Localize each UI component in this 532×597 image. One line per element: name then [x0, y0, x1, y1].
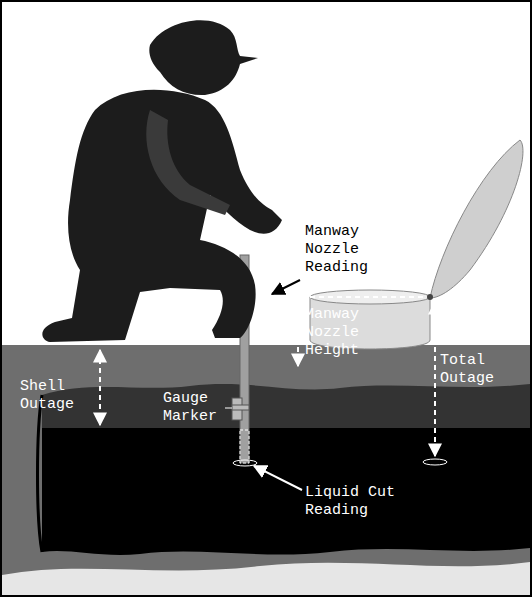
lid-hinge: [427, 294, 433, 300]
total-outage-arrow: [434, 302, 436, 456]
lower-band: [2, 562, 530, 595]
nozzle-opening: [310, 290, 430, 304]
rod-wetted: [240, 430, 249, 463]
dimension-label: Manway Nozzle Reading: [305, 223, 377, 277]
tank-liquid: [42, 428, 530, 555]
manway-lid: [430, 140, 523, 298]
gauger-silhouette: [42, 20, 282, 342]
dimension-label: Liquid Cut Reading: [305, 484, 405, 520]
shell-outage-arrow: [99, 350, 101, 425]
nozzle-top-line: [310, 296, 430, 298]
dimension-label: Shell Outage: [20, 378, 92, 414]
tank-end: [38, 395, 43, 552]
dimension-label: Manway Nozzle Height: [305, 306, 377, 360]
tank-top-surface: [2, 345, 530, 595]
leader-line: [254, 466, 302, 490]
nozzle-height-arrow: [297, 302, 299, 366]
leader-line: [225, 408, 232, 409]
dimension-label: Total Outage: [440, 352, 512, 388]
ripple: [423, 459, 447, 465]
gauge-marker-clamp: [232, 405, 249, 410]
dimension-label: Gauge Marker: [163, 390, 227, 426]
vapor-space: [42, 384, 530, 430]
ripple: [233, 460, 257, 466]
leader-line: [272, 280, 300, 294]
